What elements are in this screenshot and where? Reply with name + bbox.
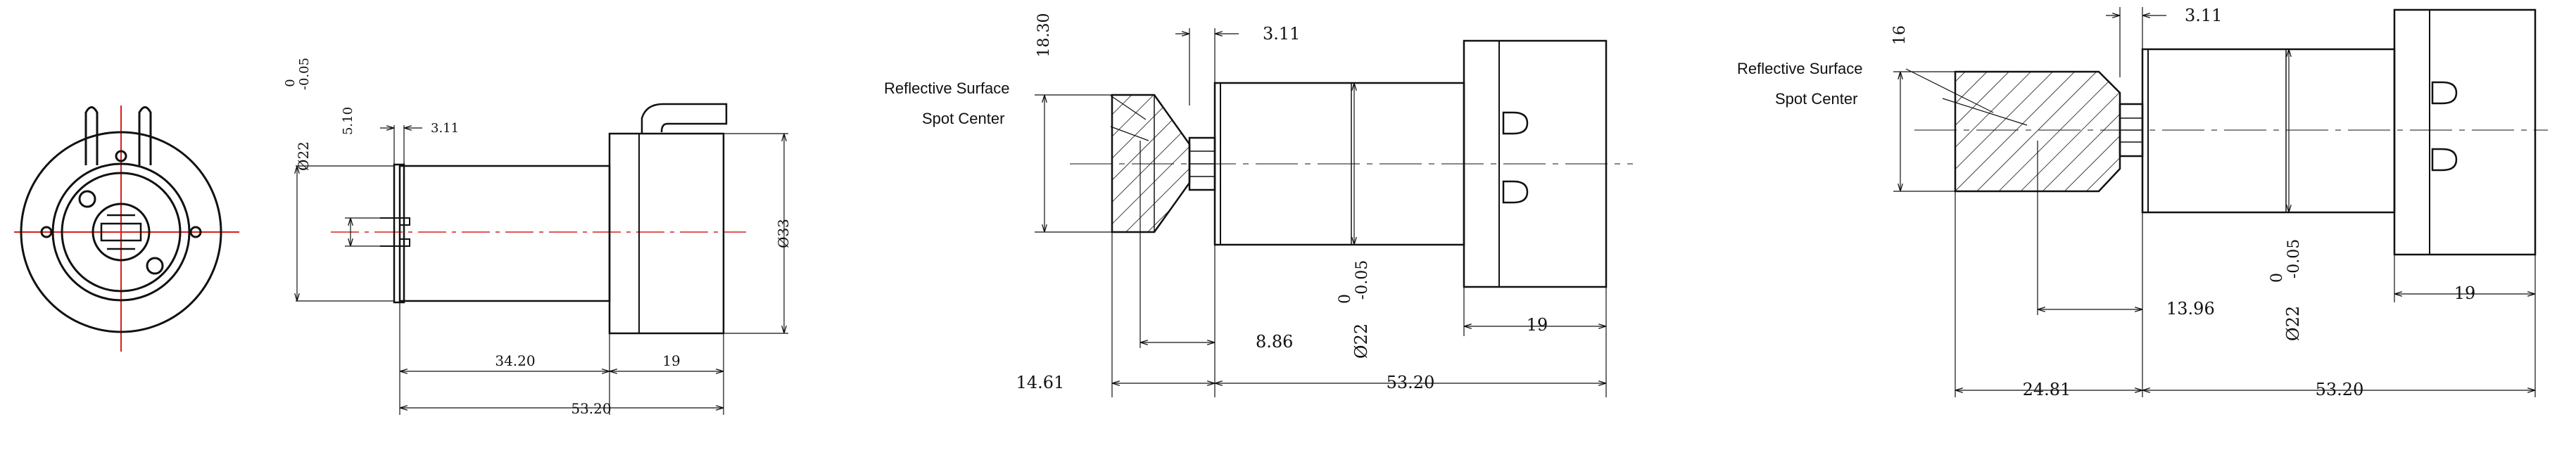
view2-offset: 13.96	[2166, 299, 2215, 319]
side-total-length: 53.20	[571, 400, 611, 417]
view1-diameter: Ø22	[1351, 323, 1371, 359]
side-flange-length: 19	[662, 352, 680, 369]
label-reflective-surface-2: Reflective Surface	[1737, 60, 1863, 77]
view2-height: 16	[1891, 25, 1909, 45]
view1-flange-length: 19	[1527, 315, 1548, 335]
view2-diameter: Ø22	[2283, 306, 2303, 341]
prism-body	[1111, 94, 1191, 233]
view2-prism-length: 24.81	[2023, 380, 2071, 399]
view2-total-length: 53.20	[2316, 380, 2364, 399]
side-diameter-tol2: -0.05	[297, 58, 312, 90]
view2-step: 3.11	[2185, 6, 2222, 25]
flange-front-icon	[14, 105, 239, 352]
front-view	[14, 105, 239, 352]
view2-flange-length: 19	[2454, 283, 2476, 303]
label-spot-center-2: Spot Center	[1775, 90, 1857, 108]
label-reflective-surface-1: Reflective Surface	[884, 79, 1010, 97]
prism-view-2: Reflective Surface Spot Center 16 3.11 0…	[1737, 6, 2548, 399]
side-body-length: 34.20	[495, 352, 535, 369]
side-flange-diameter: Ø33	[775, 219, 792, 248]
side-diameter: Ø22	[295, 141, 312, 171]
view2-diameter-tol2: -0.05	[2285, 239, 2303, 278]
view1-total-length: 53.20	[1387, 373, 1435, 392]
side-view: 0 -0.05 Ø22 5.10 3.11 Ø33 34.20 19 53.20	[283, 58, 792, 417]
view1-diameter-tol: 0	[1337, 294, 1354, 304]
view1-step: 3.11	[1263, 24, 1300, 44]
view2-diameter-tol: 0	[2268, 273, 2286, 283]
view1-offset: 8.86	[1256, 332, 1293, 352]
label-spot-center-1: Spot Center	[922, 110, 1004, 127]
view1-prism-length: 14.61	[1016, 373, 1065, 392]
side-diameter-tol: 0	[283, 79, 298, 86]
view1-height: 18.30	[1035, 13, 1053, 58]
side-step: 3.11	[431, 121, 459, 136]
prism-view-1: Reflective Surface Spot Center 18.30 3.1…	[884, 13, 1633, 397]
view1-diameter-tol2: -0.05	[1353, 260, 1371, 300]
side-height: 5.10	[341, 107, 355, 135]
